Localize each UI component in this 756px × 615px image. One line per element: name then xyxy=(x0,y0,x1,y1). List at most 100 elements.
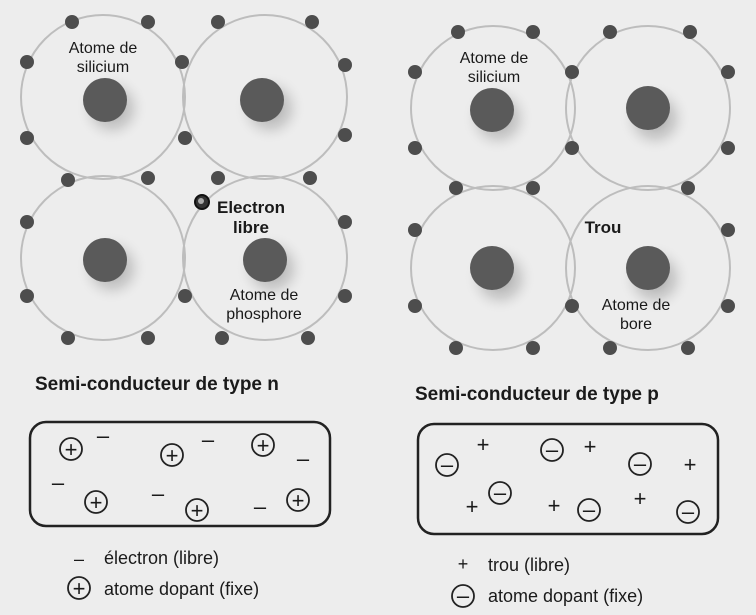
electron xyxy=(526,341,540,355)
electron xyxy=(526,181,540,195)
fixed-donor-ions xyxy=(59,433,310,522)
electron xyxy=(211,15,225,29)
electron xyxy=(603,25,617,39)
legend-hole-text: trou (libre) xyxy=(488,555,570,575)
minus-sign: – xyxy=(202,427,215,452)
electron xyxy=(20,215,34,229)
plus-sign: + xyxy=(466,494,479,519)
minus-ion-sign: – xyxy=(583,497,596,522)
legend-plus-ion-sign: + xyxy=(73,576,86,601)
electron xyxy=(565,141,579,155)
legend-minus-ion-icon xyxy=(451,584,475,608)
electron xyxy=(305,15,319,29)
boron-nucleus xyxy=(626,246,670,290)
orbit xyxy=(565,185,731,351)
electron xyxy=(338,58,352,72)
electron xyxy=(20,131,34,145)
charge-box-frame xyxy=(28,420,332,528)
plus-ion xyxy=(59,437,83,461)
free-electron-label-line-1: Electron xyxy=(217,198,285,217)
plus-sign: + xyxy=(584,434,597,459)
plus-ion-sign: + xyxy=(90,490,103,515)
phosphore-label-line-2: phosphore xyxy=(226,306,302,323)
plus-ion-sign: + xyxy=(166,443,179,468)
minus-sign: – xyxy=(297,446,310,471)
electron xyxy=(211,171,225,185)
minus-ion-sign: – xyxy=(546,437,559,462)
plus-ion-sign: + xyxy=(65,437,78,462)
plus-ion-sign: + xyxy=(191,498,204,523)
minus-ion xyxy=(488,481,512,505)
electron xyxy=(65,15,79,29)
electron xyxy=(408,65,422,79)
p-type-legend: + trou (libre) – atome dopant (fixe) xyxy=(451,554,643,608)
electron xyxy=(681,181,695,195)
lattice-n: Atome de silicium Electron libre Atome d… xyxy=(20,14,352,345)
orbit xyxy=(20,175,186,341)
electron xyxy=(681,341,695,355)
electron xyxy=(565,65,579,79)
electron xyxy=(408,299,422,313)
orbit xyxy=(410,25,576,191)
plus-ion xyxy=(160,443,184,467)
electron xyxy=(603,341,617,355)
free-electron-label-line-2: libre xyxy=(233,218,269,237)
minus-sign: – xyxy=(254,494,267,519)
minus-ion-sign: – xyxy=(682,499,695,524)
minus-ion-sign: – xyxy=(634,451,647,476)
valence-electrons xyxy=(20,15,352,345)
p-type-caption: Semi-conducteur de type p xyxy=(415,384,659,405)
free-electron-signs: – – – – – – xyxy=(52,423,310,519)
electron xyxy=(721,141,735,155)
charge-box-frame xyxy=(416,422,720,536)
silicon-nucleus xyxy=(83,238,127,282)
n-type-legend: – électron (libre) + atome dopant (fixe) xyxy=(67,548,259,601)
minus-sign: – xyxy=(152,481,165,506)
phosphore-label-line-1: Atome de xyxy=(230,287,299,304)
plus-sign: + xyxy=(477,432,490,457)
electron xyxy=(565,299,579,313)
electron xyxy=(338,128,352,142)
electron xyxy=(408,223,422,237)
electron xyxy=(141,15,155,29)
electron xyxy=(721,65,735,79)
fixed-acceptor-ion-signs: – – – – – – xyxy=(441,437,695,524)
p-type-charge-box: – – – – – – + + + + + + xyxy=(416,422,720,536)
minus-ion xyxy=(628,452,652,476)
legend-electron-text: électron (libre) xyxy=(104,548,219,568)
plus-ion xyxy=(251,433,275,457)
orbit xyxy=(565,25,731,191)
minus-ion-sign: – xyxy=(441,452,454,477)
electron xyxy=(303,171,317,185)
silicium-label-line-2: silicium xyxy=(468,69,520,86)
panel-n-type: Atome de silicium Electron libre Atome d… xyxy=(20,14,352,601)
silicium-label-line-2: silicium xyxy=(77,59,129,76)
silicon-nucleus xyxy=(240,78,284,122)
legend-donor-text: atome dopant (fixe) xyxy=(104,579,259,599)
lattice-p: Atome de silicium Trou Atome de bore xyxy=(408,25,735,355)
silicon-nucleus xyxy=(470,246,514,290)
orbit xyxy=(410,185,576,351)
silicon-nucleus xyxy=(470,88,514,132)
fixed-acceptor-ions xyxy=(435,438,700,524)
plus-sign: + xyxy=(634,486,647,511)
fixed-donor-ion-signs: + + + + + + xyxy=(65,433,305,523)
electron xyxy=(141,171,155,185)
electron xyxy=(338,215,352,229)
legend-minus-symbol: – xyxy=(74,549,84,569)
legend-plus-ion-icon xyxy=(67,576,91,600)
electron xyxy=(449,341,463,355)
phosphorus-nucleus xyxy=(243,238,287,282)
minus-ion xyxy=(435,453,459,477)
electron xyxy=(526,25,540,39)
legend-acceptor-text: atome dopant (fixe) xyxy=(488,586,643,606)
electron xyxy=(61,331,75,345)
plus-ion xyxy=(185,498,209,522)
electron xyxy=(683,25,697,39)
silicium-label-line-1: Atome de xyxy=(460,50,529,67)
panel-p-type: Atome de silicium Trou Atome de bore Sem… xyxy=(408,25,735,608)
orbit xyxy=(182,175,348,341)
silicon-nucleus xyxy=(83,78,127,122)
n-type-charge-box: + + + + + + – – – – – – xyxy=(28,420,332,528)
